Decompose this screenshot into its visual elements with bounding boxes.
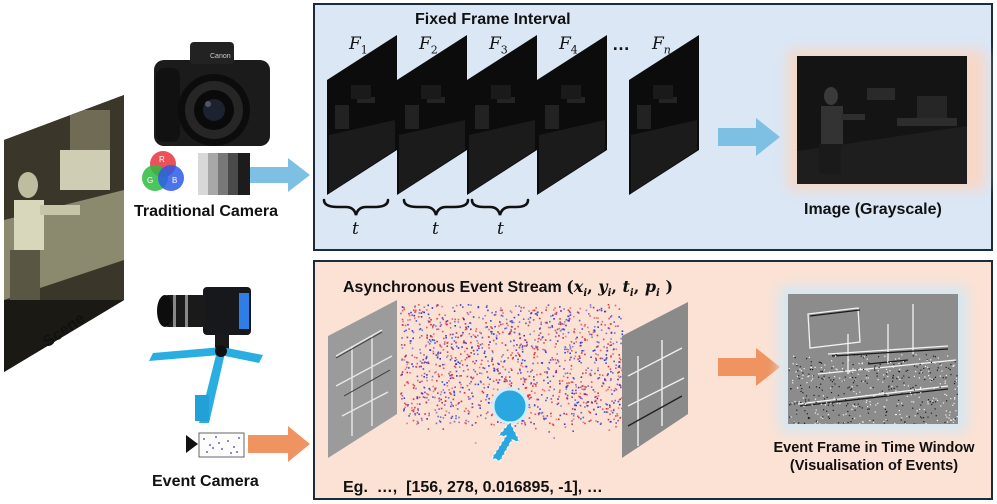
event-tuple: (xi, yi, ti, pi ) — [566, 277, 674, 300]
frame-label-2: F2 — [419, 34, 438, 57]
frame-4 — [537, 35, 607, 195]
orange-arrow-right — [718, 348, 780, 386]
event-point-cloud — [400, 304, 624, 444]
event-frame-label-line1: Event Frame in Time Window — [773, 440, 975, 456]
frame-2 — [397, 35, 467, 195]
frame-n — [629, 35, 699, 195]
frame-label-4: F4 — [559, 34, 578, 57]
event-volume — [328, 300, 688, 462]
frame-label-1: F1 — [349, 34, 368, 57]
event-stream-title-text: Asynchronous Event Stream — [343, 279, 562, 296]
event-frame-output-image — [788, 294, 958, 424]
rgb-b: B — [172, 176, 177, 185]
event-camera-label: Event Camera — [152, 473, 259, 490]
frame-3 — [467, 35, 537, 195]
interval-braces — [322, 198, 530, 216]
event-frame-label-line2: (Visualisation of Events) — [789, 458, 959, 474]
camera-icon: Canon — [154, 42, 270, 146]
event-camera-icon — [149, 287, 263, 423]
event-stream-title: Asynchronous Event Stream (xi, yi, ti, p… — [343, 277, 673, 299]
svg-text:Canon: Canon — [210, 53, 231, 60]
event-end-frame — [622, 302, 688, 458]
blue-arrow-right — [718, 118, 780, 156]
grayscale-strip-icon — [198, 153, 250, 195]
frame-label-n: Fn — [652, 34, 671, 57]
rgb-icon: R G B — [142, 151, 184, 191]
grayscale-output-image — [797, 56, 967, 184]
rgb-r: R — [159, 155, 165, 164]
grayscale-output-label: Image (Grayscale) — [804, 201, 942, 218]
interval-t-2: t — [432, 219, 439, 239]
orange-arrow-left — [248, 426, 310, 462]
frame-1 — [327, 35, 397, 195]
event-example-tuple: Eg. …, [156, 278, 0.016895, -1], … — [343, 479, 603, 496]
rgb-g: G — [147, 176, 153, 185]
event-mini-icon — [186, 432, 245, 458]
traditional-camera-label: Traditional Camera — [134, 203, 279, 220]
event-frame-label: Event Frame in Time Window (Visualisatio… — [752, 439, 996, 475]
scene-image — [4, 95, 124, 372]
frame-label-3: F3 — [489, 34, 508, 57]
interval-t-3: t — [497, 219, 504, 239]
event-start-frame — [328, 300, 397, 458]
event-marker — [491, 387, 529, 462]
frame-ellipsis: … — [612, 34, 630, 54]
interval-t-1: t — [352, 219, 359, 239]
fixed-frame-interval-title: Fixed Frame Interval — [415, 11, 571, 28]
blue-arrow-left — [250, 158, 310, 192]
